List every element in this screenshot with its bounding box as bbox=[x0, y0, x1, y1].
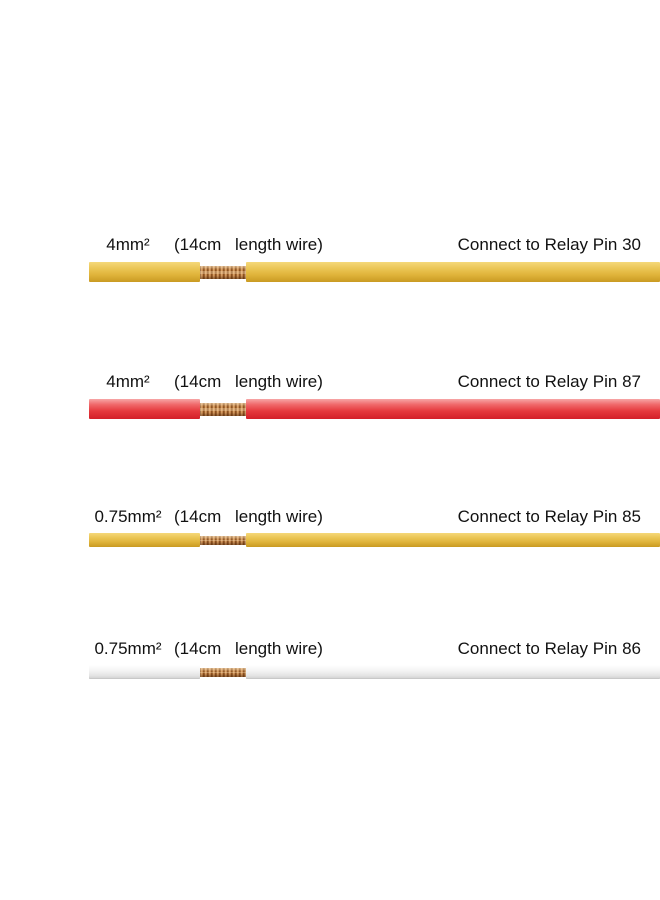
wire-length-label: (14cm bbox=[174, 235, 222, 254]
wire-length-label-rest: length wire) bbox=[235, 235, 323, 254]
wire-row-pin-85: 0.75mm² (14cm length wire) Connect to Re… bbox=[0, 507, 660, 567]
relay-pin-label: Connect to Relay Pin 30 bbox=[457, 235, 641, 254]
wire-insulation-left bbox=[89, 665, 200, 679]
wire-insulation-right bbox=[246, 533, 660, 547]
wire-length-label-rest: length wire) bbox=[235, 507, 323, 526]
wire-insulation-left bbox=[89, 262, 200, 282]
wire-length-label: (14cm bbox=[174, 639, 222, 658]
wire-length-label-rest: length wire) bbox=[235, 372, 323, 391]
wire-row-pin-30: 4mm² (14cm length wire) Connect to Relay… bbox=[0, 235, 660, 295]
wire-insulation-right bbox=[246, 399, 660, 419]
copper-core bbox=[200, 668, 246, 677]
wire-insulation-left bbox=[89, 399, 200, 419]
wire-insulation-left bbox=[89, 533, 200, 547]
copper-core bbox=[200, 403, 246, 416]
relay-pin-label: Connect to Relay Pin 87 bbox=[457, 372, 641, 391]
wire-row-pin-87: 4mm² (14cm length wire) Connect to Relay… bbox=[0, 372, 660, 432]
wire-insulation-right bbox=[246, 262, 660, 282]
wire-length-label-rest: length wire) bbox=[235, 639, 323, 658]
wire-row-pin-86: 0.75mm² (14cm length wire) Connect to Re… bbox=[0, 639, 660, 699]
wire-gauge-label: 0.75mm² bbox=[94, 507, 162, 526]
wire-gauge-label: 4mm² bbox=[106, 372, 150, 391]
wire-length-label: (14cm bbox=[174, 372, 222, 391]
relay-pin-label: Connect to Relay Pin 85 bbox=[457, 507, 641, 526]
wire-length-label: (14cm bbox=[174, 507, 222, 526]
copper-core bbox=[200, 536, 246, 545]
relay-pin-label: Connect to Relay Pin 86 bbox=[457, 639, 641, 658]
wire-gauge-label: 0.75mm² bbox=[94, 639, 162, 658]
wire-gauge-label: 4mm² bbox=[106, 235, 150, 254]
wire-insulation-right bbox=[246, 665, 660, 679]
copper-core bbox=[200, 266, 246, 279]
